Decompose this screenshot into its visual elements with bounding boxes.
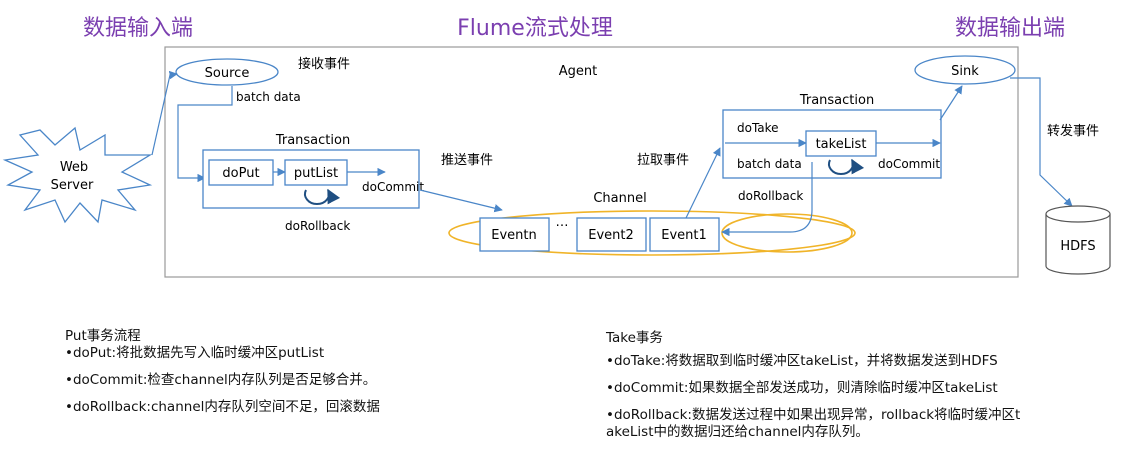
put-notes: Put事务流程 •doPut:将批数据先写入临时缓冲区putList •doCo… [65, 328, 380, 416]
web-server-label-line1: Web [60, 160, 88, 175]
pull-event-arrow [685, 147, 721, 219]
putlist-label: putList [294, 166, 338, 181]
take-notes-title: Take事务 [606, 330, 663, 346]
dorollback-left-label: doRollback [285, 219, 350, 233]
web-server-label-line2: Server [51, 178, 94, 193]
take-note-dorollback-cont: akeList中的数据归还给channel内存队列。 [606, 423, 869, 440]
transaction-to-sink-arrow [939, 85, 963, 121]
hdfs-cylinder-top [1045, 205, 1111, 223]
event-2-box [576, 217, 647, 252]
put-note-dorollback: •doRollback:channel内存队列空间不足，回滚数据 [65, 398, 380, 415]
hdfs-label: HDFS [1060, 239, 1095, 254]
takelist-box [805, 130, 877, 157]
dotake-label: doTake [737, 121, 779, 135]
docommit-right-label: doCommit [878, 157, 940, 171]
event-1-label: Event1 [661, 228, 707, 243]
take-note-dorollback: •doRollback:数据发送过程中如果出现异常，rollback将临时缓冲区… [606, 406, 1021, 423]
hdfs-cylinder-body [1045, 214, 1111, 275]
output-side-heading: 数据输出端 [955, 16, 1065, 41]
event-ellipsis: … [556, 215, 569, 230]
push-event-label: 推送事件 [441, 153, 493, 168]
rollback-to-channel-arrow [721, 162, 813, 237]
take-notes: Take事务 •doTake:将数据取到临时缓冲区takeList，并将数据发送… [606, 330, 1076, 440]
batch-data-right-label: batch data [737, 157, 802, 171]
receive-event-label: 接收事件 [298, 56, 350, 72]
sink-node [914, 55, 1016, 85]
put-note-docommit: •doCommit:检查channel内存队列是否足够合并。 [65, 371, 377, 388]
doput-box [208, 159, 274, 186]
dorollback-right-label: doRollback [738, 189, 803, 203]
takelist-label: takeList [816, 137, 867, 152]
web-server-to-source-arrow [151, 70, 178, 156]
take-note-dotake: •doTake:将数据取到临时缓冲区takeList，并将数据发送到HDFS [606, 352, 998, 369]
batch-data-left-label: batch data [236, 90, 301, 104]
docommit-left-label: doCommit [362, 180, 424, 194]
event-n-box [479, 217, 550, 252]
sink-label: Sink [951, 64, 979, 79]
web-server-shape [2, 126, 153, 224]
transaction-right-label: Transaction [799, 93, 874, 108]
input-side-heading: 数据输入端 [83, 16, 193, 41]
source-label: Source [205, 66, 250, 81]
take-note-docommit: •doCommit:如果数据全部发送成功，则清除临时缓冲区takeList [606, 379, 998, 396]
source-to-doput-arrow [177, 86, 233, 183]
agent-label: Agent [559, 64, 597, 79]
putlist-rollback-loop-icon [304, 188, 341, 205]
transaction-left-label: Transaction [275, 133, 350, 148]
forward-event-label: 转发事件 [1047, 123, 1099, 139]
put-note-doput: •doPut:将批数据先写入临时缓冲区putList [65, 344, 325, 361]
flume-heading: Flume流式处理 [457, 16, 613, 41]
event-1-box [649, 217, 720, 252]
event-n-label: Eventn [491, 228, 536, 243]
channel-label: Channel [593, 191, 646, 206]
pull-event-label: 拉取事件 [637, 153, 689, 168]
doput-label: doPut [222, 166, 259, 181]
takelist-rollback-loop-icon [828, 158, 865, 175]
event-2-label: Event2 [588, 228, 634, 243]
push-event-arrow [419, 189, 503, 213]
put-notes-title: Put事务流程 [65, 328, 141, 344]
putlist-box [284, 159, 348, 186]
sink-to-hdfs-arrow [1010, 77, 1073, 207]
